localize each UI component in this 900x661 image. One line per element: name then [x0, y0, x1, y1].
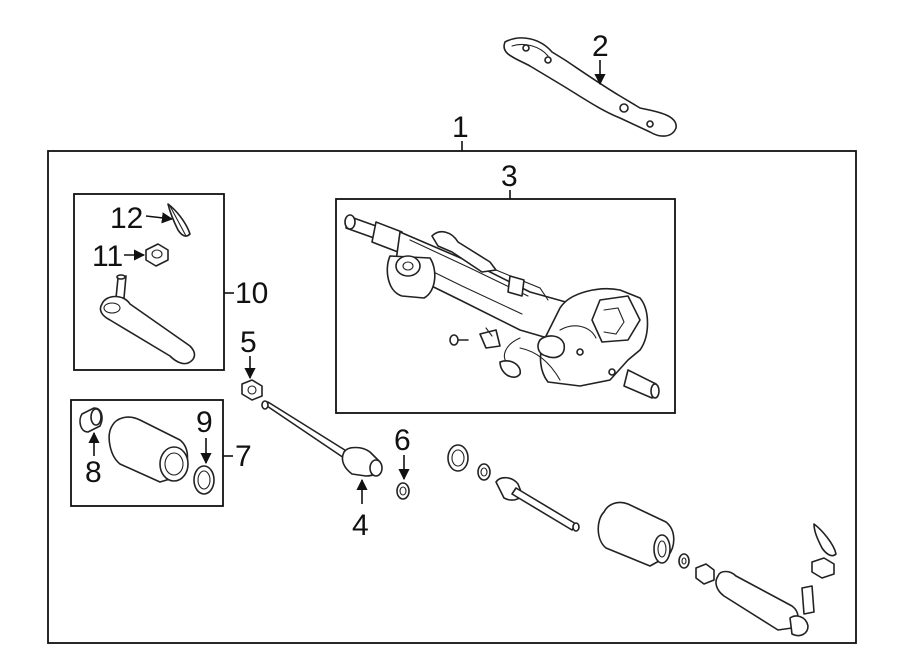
tie-rod-end-kit-frame	[73, 193, 225, 371]
callout-5: 5	[240, 326, 257, 359]
jam-nut	[241, 379, 263, 401]
exploded-right-side-parts	[447, 444, 837, 637]
cotter-pin	[167, 203, 191, 237]
callout-12: 12	[110, 202, 143, 235]
mounting-bracket	[503, 37, 677, 137]
callout-8: 8	[85, 456, 102, 489]
callout-1: 1	[452, 111, 469, 144]
outer-tie-rod-end	[99, 274, 196, 365]
callout-2: 2	[592, 30, 609, 63]
castle-nut	[145, 243, 169, 267]
callout-10: 10	[235, 277, 268, 310]
boot-clamp	[193, 465, 215, 495]
lock-washer	[396, 482, 410, 500]
callout-9: 9	[196, 406, 213, 439]
callout-7: 7	[235, 440, 252, 473]
gear-box-frame	[335, 198, 676, 414]
callout-12-arrow	[145, 212, 174, 224]
rack-and-pinion-gear	[344, 214, 660, 399]
boot-kit-frame	[70, 399, 224, 507]
inner-tie-rod	[261, 400, 383, 477]
assembly-frame	[47, 150, 857, 644]
callout-4: 4	[352, 509, 369, 542]
callout-11: 11	[92, 240, 123, 273]
boot-bushing	[79, 407, 103, 433]
callout-3: 3	[501, 160, 518, 193]
callout-6: 6	[394, 424, 411, 457]
rack-boot	[108, 416, 189, 483]
